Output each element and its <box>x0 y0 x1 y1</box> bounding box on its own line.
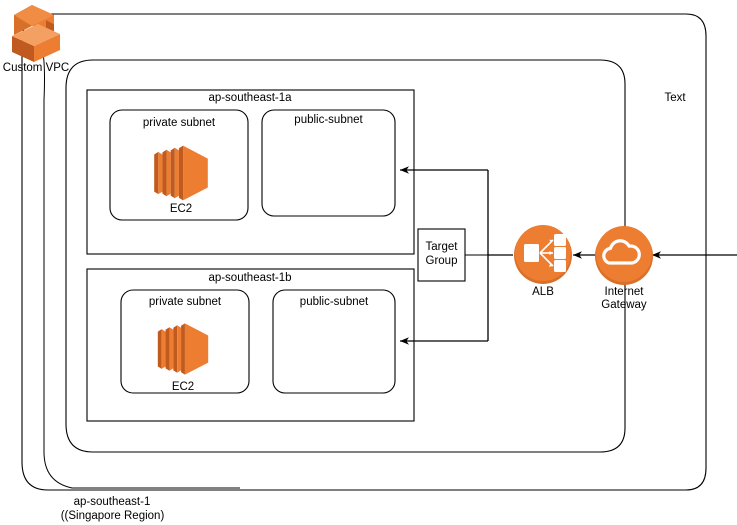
ec2-icon-1a <box>154 145 208 201</box>
ec2-label-1b: EC2 <box>171 381 195 393</box>
public-subnet-1a-label: public-subnet <box>294 114 363 126</box>
private-subnet-1a-label: private subnet <box>142 117 216 129</box>
private-subnet-1a-box <box>109 109 249 221</box>
internet-gateway-label-line1: Internet <box>604 286 644 298</box>
alb-label: ALB <box>532 286 554 298</box>
availability-zone-1a-label: ap-southeast-1a <box>208 92 292 104</box>
private-subnet-1b-label: private subnet <box>148 296 222 308</box>
availability-zone-1a-box <box>86 89 415 255</box>
private-subnet-1b-box <box>120 289 250 394</box>
availability-zone-1b-box <box>86 268 415 422</box>
internet-gateway-icon <box>595 226 653 285</box>
target-group-box <box>417 228 466 282</box>
public-subnet-1a-box <box>261 109 396 217</box>
free-text-label: Text <box>664 92 686 104</box>
region-label-line2: ((Singapore Region) <box>60 510 165 522</box>
custom-vpc-label: Custom VPC <box>2 62 70 74</box>
target-group-label-line2: Group <box>425 255 458 267</box>
availability-zone-1b-label: ap-southeast-1b <box>208 272 292 284</box>
alb-icon <box>514 225 572 284</box>
internet-gateway-label-line2: Gateway <box>601 299 647 311</box>
custom-vpc-boundary <box>65 59 626 453</box>
target-group-label-line1: Target <box>425 241 458 253</box>
ec2-label-1a: EC2 <box>169 203 193 215</box>
public-subnet-1b-box <box>272 289 396 394</box>
ec2-icon-1b <box>157 323 209 375</box>
public-subnet-1b-label: public-subnet <box>299 296 369 308</box>
region-label-line1: ap-southeast-1 <box>73 496 151 508</box>
